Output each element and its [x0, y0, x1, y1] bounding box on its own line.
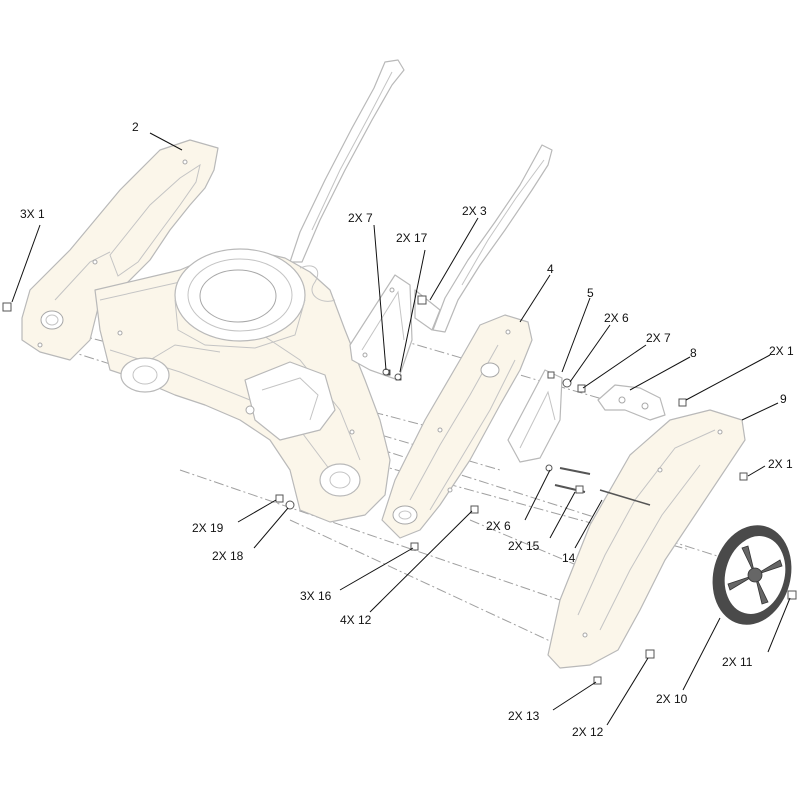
callout-4x12: 4X 12 [340, 613, 372, 627]
callout-2: 2 [132, 120, 139, 134]
callout-2x12: 2X 12 [572, 725, 604, 739]
callout-14: 14 [562, 551, 576, 565]
callout-3x1: 3X 1 [20, 207, 45, 221]
callout-2x7-left: 2X 7 [348, 211, 373, 225]
part-2-side-panel [21, 139, 219, 361]
callout-2x18: 2X 18 [212, 549, 244, 563]
bolt-1c [739, 472, 748, 481]
nut-17 [394, 373, 402, 381]
nut-19 [275, 494, 284, 503]
auger-housing [94, 248, 391, 523]
callout-2x3: 2X 3 [462, 204, 487, 218]
callout-2x1-top: 2X 1 [769, 344, 794, 358]
callout-2x17: 2X 17 [396, 231, 428, 245]
part-10-wheel [712, 525, 792, 625]
bolt-1b [678, 398, 687, 407]
callout-8: 8 [690, 346, 697, 360]
callout-2x10: 2X 10 [656, 692, 688, 706]
callout-labels: 2 3X 1 2X 7 2X 17 2X 3 4 5 2X 6 2X 7 8 2… [20, 120, 794, 739]
bolt-1 [2, 302, 12, 312]
callout-2x1-bottom: 2X 1 [768, 457, 793, 471]
bolt-13 [593, 676, 602, 685]
callout-2x19: 2X 19 [192, 521, 224, 535]
callout-2x6-top: 2X 6 [604, 311, 629, 325]
callout-2x13: 2X 13 [508, 709, 540, 723]
nut-11 [787, 590, 797, 600]
callout-3x16: 3X 16 [300, 589, 332, 603]
part-4-side-frame [381, 314, 533, 539]
callout-2x6-bottom: 2X 6 [486, 519, 511, 533]
part-17-bracket [349, 274, 441, 381]
callout-4: 4 [547, 262, 554, 276]
callout-9: 9 [780, 392, 787, 406]
callout-2x11: 2X 11 [722, 655, 753, 669]
upper-handle-right [432, 144, 553, 333]
washer-6b [545, 464, 553, 472]
callout-5: 5 [587, 286, 594, 300]
nut-7 [577, 384, 586, 393]
washer-6 [562, 378, 572, 388]
bolt-12a [470, 505, 479, 514]
part-8-bracket [597, 384, 666, 421]
part-5-plate [507, 369, 563, 463]
upper-handle-left [289, 59, 405, 263]
callout-2x15: 2X 15 [508, 539, 540, 553]
bolt-16 [410, 542, 419, 551]
washer-18 [285, 500, 295, 510]
bolt-3 [417, 295, 427, 305]
bolt-12b [645, 649, 655, 659]
bushing-15 [575, 485, 584, 494]
leader-lines [11, 132, 791, 726]
part-9-cover [547, 409, 746, 669]
callout-2x7-right: 2X 7 [646, 331, 671, 345]
